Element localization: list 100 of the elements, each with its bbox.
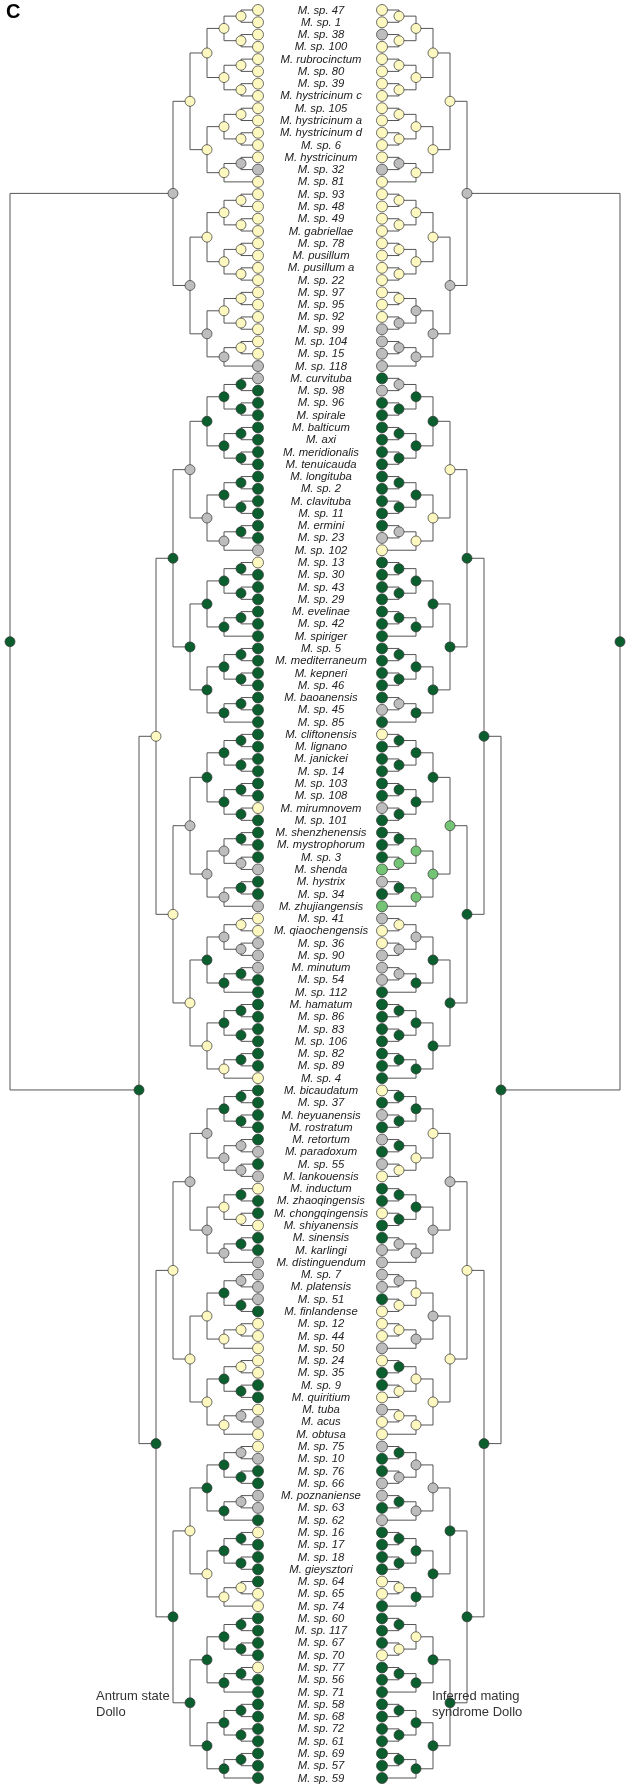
species-name: M. sp. 103 [293, 777, 349, 789]
species-name: M. sp. 54 [296, 973, 346, 986]
species-name: M. sp. 64 [296, 1575, 346, 1588]
species-name: M. sp. 44 [296, 1329, 346, 1342]
species-name: M. poznaniense [280, 1489, 362, 1502]
species-name: M. baoanensis [283, 691, 359, 704]
species-name: M. sp. 81 [296, 175, 346, 188]
species-name: M. sp. 17 [296, 1538, 346, 1551]
species-name: M. platensis [289, 1280, 353, 1293]
species-name: M. sp. 77 [296, 1661, 346, 1673]
species-name: M. sp. 59 [296, 1771, 346, 1784]
species-name: M. sp. 56 [296, 1673, 346, 1686]
species-name: M. sp. 74 [296, 1599, 346, 1612]
species-name: M. chongqingensis [272, 1206, 370, 1219]
species-name: M. evelinae [291, 605, 351, 618]
species-name: M. sp. 38 [296, 28, 346, 41]
tree-caption: Inferred mating syndrome Dollo [432, 1688, 524, 1720]
species-name: M. sp. 60 [296, 1611, 346, 1624]
species-name: M. sp. 22 [296, 273, 346, 286]
species-name: M. sp. 34 [296, 887, 346, 900]
species-name: M. heyuanensis [280, 1108, 362, 1121]
species-name: M. hystricinum c [279, 89, 363, 102]
species-name: M. sp. 47 [296, 3, 346, 16]
species-name: M. sp. 98 [296, 384, 346, 397]
species-name: M. sp. 62 [296, 1513, 346, 1526]
species-name: M. sp. 46 [296, 678, 345, 691]
species-name: M. sp. 90 [296, 948, 346, 961]
species-name: M. sp. 70 [296, 1648, 346, 1661]
species-name: M. sp. 97 [296, 285, 346, 298]
species-name: M. shiyanensis [282, 1219, 360, 1231]
species-name: M. inductum [289, 1182, 353, 1195]
species-name: M. sp. 32 [296, 163, 346, 176]
species-name: M. sp. 65 [296, 1587, 346, 1600]
species-name: M. sp. 7 [299, 1268, 343, 1281]
species-name: M. sp. 37 [296, 1096, 346, 1109]
species-name: M. sp. 80 [296, 64, 346, 77]
species-name: M. sp. 51 [296, 1292, 346, 1305]
species-name: M. sp. 1 [299, 15, 343, 28]
species-name: M. mediterraneum [274, 654, 368, 667]
species-name: M. sp. 15 [296, 347, 346, 360]
species-name: M. sp. 35 [296, 1366, 346, 1379]
species-name: M. meridionalis [282, 445, 360, 458]
species-name: M. mystrophorum [276, 838, 366, 851]
species-name: M. sp. 71 [296, 1685, 346, 1698]
species-name: M. distinguendum [275, 1255, 367, 1268]
species-name: M. axi [304, 433, 338, 446]
species-name: M. sp. 108 [293, 789, 349, 802]
species-name: M. sp. 96 [296, 396, 346, 409]
species-name: M. curvituba [289, 371, 353, 384]
species-name: M. pusillum [291, 249, 351, 262]
species-name: M. sp. 99 [296, 322, 346, 335]
species-name: M. sp. 16 [296, 1525, 346, 1538]
species-name: M. sp. 57 [296, 1759, 346, 1772]
tree-caption: Antrum state Dollo [96, 1688, 171, 1720]
species-name: M. hystricinum [283, 150, 359, 163]
species-name: M. bicaudatum [282, 1083, 360, 1096]
species-name: M. qiaochengensis [272, 924, 370, 937]
species-name: M. gieysztori [288, 1562, 354, 1575]
species-name: M. sp. 63 [296, 1501, 346, 1514]
species-name: M. sp. 6 [299, 138, 343, 151]
species-name: M. spiriger [293, 629, 349, 642]
species-name: M. sp. 2 [299, 482, 343, 495]
species-name: M. spirale [295, 408, 347, 421]
species-name: M. sp. 58 [296, 1697, 346, 1710]
species-name: M. hystricinum d [278, 126, 364, 139]
species-name: M. mirumnovem [279, 801, 363, 814]
species-name: M. obtusa [295, 1427, 347, 1440]
species-name: M. cliftonensis [284, 727, 358, 740]
species-name: M. sp. 82 [296, 1047, 346, 1060]
species-name: M. sp. 9 [299, 1378, 343, 1391]
species-name: M. sp. 67 [296, 1636, 346, 1649]
species-name: M. sp. 66 [296, 1476, 346, 1489]
species-name: M. kepneri [293, 666, 349, 679]
species-name: M. retortum [291, 1133, 351, 1146]
species-name: M. sp. 39 [296, 77, 346, 90]
species-name: M. zhujiangensis [277, 899, 365, 912]
species-name: M. paradoxum [283, 1145, 359, 1158]
species-name: M. sp. 13 [296, 556, 346, 568]
species-name: M. sp. 11 [297, 506, 345, 519]
species-name: M. sp. 83 [296, 1022, 346, 1035]
species-name: M. sp. 55 [296, 1157, 346, 1170]
species-name: M. minutum [290, 961, 352, 974]
species-name: M. shenzhenensis [274, 826, 368, 839]
species-name: M. clavituba [289, 494, 353, 507]
species-name: M. sp. 69 [296, 1746, 346, 1759]
species-name: M. sp. 29 [296, 592, 346, 605]
species-name: M. pusillum a [286, 261, 356, 274]
species-name: M. sp. 89 [296, 1059, 346, 1072]
species-name: M. rubrocinctum [279, 52, 363, 65]
species-name: M. sp. 86 [296, 1010, 346, 1023]
species-name: M. sp. 48 [296, 199, 346, 212]
species-name: M. sp. 76 [296, 1464, 346, 1477]
species-name: M. rostratum [288, 1120, 353, 1133]
species-name: M. sp. 85 [296, 715, 346, 728]
species-name: M. sp. 24 [296, 1354, 346, 1367]
species-name: M. sp. 92 [296, 310, 346, 323]
species-name: M. sp. 68 [296, 1710, 346, 1723]
species-name: M. sp. 45 [296, 703, 346, 716]
panel-letter: C [6, 0, 21, 23]
species-name: M. sp. 102 [293, 543, 349, 556]
